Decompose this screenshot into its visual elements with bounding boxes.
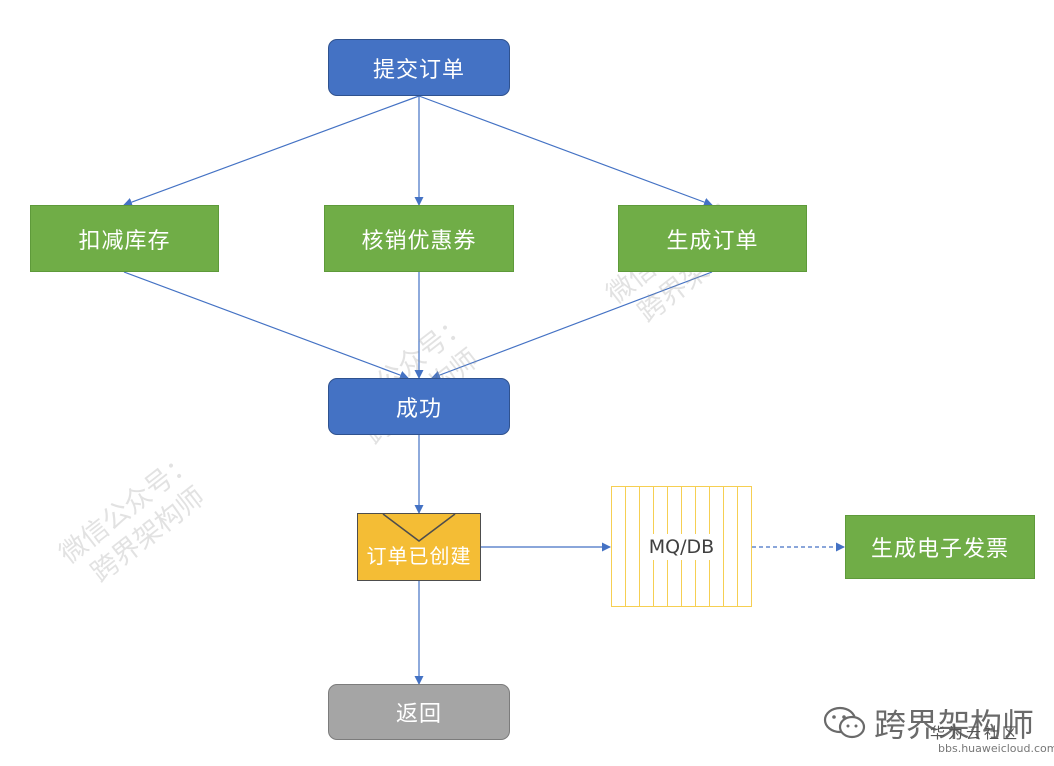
node-generate-invoice-label: 生成电子发票 (870, 537, 1009, 562)
node-generate-invoice: 生成电子发票 (845, 515, 1035, 579)
edge-submit-to-deduct (123, 95, 420, 207)
node-return: 返回 (328, 684, 510, 740)
node-redeem-coupon-label: 核销优惠券 (361, 228, 477, 254)
wechat-icon (823, 706, 866, 739)
node-deduct-inventory-label: 扣减库存 (78, 228, 171, 254)
node-success-label: 成功 (395, 396, 442, 422)
node-mq-db-label: MQ/DB (642, 533, 721, 560)
community-name: 华为云社区 (930, 724, 1021, 742)
node-success: 成功 (328, 378, 510, 435)
node-order-created: 订单已创建 (357, 512, 481, 581)
brand-mark: 跨界架构师 (822, 700, 1034, 746)
edge-deduct-to-success (123, 271, 409, 380)
community-url: bbs.huaweicloud.com (938, 742, 1054, 755)
brand-channel-name: 跨界架构师 (874, 706, 1035, 744)
node-create-order-label: 生成订单 (666, 228, 759, 254)
node-order-created-label: 订单已创建 (366, 543, 472, 568)
node-return-label: 返回 (395, 702, 442, 727)
node-deduct-inventory: 扣减库存 (30, 205, 219, 272)
node-redeem-coupon: 核销优惠券 (324, 205, 514, 272)
edge-submit-to-create (418, 95, 713, 207)
edge-create-to-success (431, 271, 713, 380)
node-mq-db: MQ/DB (611, 486, 752, 607)
node-create-order: 生成订单 (618, 205, 807, 272)
node-submit-order: 提交订单 (328, 39, 510, 96)
envelope-icon (382, 512, 455, 542)
node-submit-order-label: 提交订单 (372, 57, 465, 83)
